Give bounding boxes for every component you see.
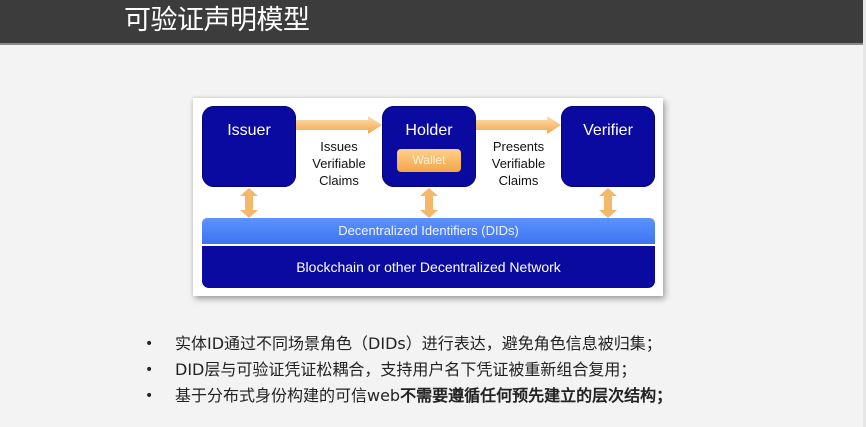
bullet-text: DID层与可验证凭证松耦合，支持用户名下凭证被重新组合复用；: [175, 360, 637, 379]
wallet-badge: Wallet: [397, 149, 461, 172]
presents-claims-label: Presents Verifiable Claims: [476, 138, 561, 189]
slide-header: 可验证声明模型: [0, 0, 866, 45]
label-line: Claims: [319, 173, 359, 188]
issuer-did-double-arrow-icon: [240, 188, 258, 218]
label-line: Claims: [498, 173, 539, 188]
issuer-box: Issuer: [202, 106, 296, 187]
label-line: Presents: [492, 139, 545, 154]
bullet-marker: •: [145, 336, 154, 352]
holder-box: Holder Wallet: [382, 106, 476, 187]
verifiable-claims-diagram: Issuer Issues Verifiable Claims Holder W…: [193, 98, 663, 296]
issuer-label: Issuer: [227, 122, 271, 139]
holder-did-double-arrow-icon: [420, 188, 438, 218]
holder-label: Holder: [405, 122, 453, 139]
bullet-text-regular: 基于分布式身份构建的可信web: [175, 386, 401, 405]
bullet-marker: •: [145, 388, 154, 404]
slide-edge: [863, 0, 866, 427]
issues-arrow-icon: [296, 116, 382, 134]
bullet-text-bold: 不需要遵循任何预先建立的层次结构；: [400, 386, 673, 405]
did-layer: Decentralized Identifiers (DIDs): [202, 218, 655, 244]
label-line: Verifiable: [491, 156, 546, 171]
issues-claims-label: Issues Verifiable Claims: [296, 138, 382, 189]
label-line: Issues: [320, 139, 358, 154]
verifier-label: Verifier: [583, 122, 633, 139]
slide-title: 可验证声明模型: [124, 5, 310, 36]
blockchain-network-layer: Blockchain or other Decentralized Networ…: [202, 246, 655, 288]
bullet-marker: •: [145, 362, 154, 378]
presents-arrow-icon: [476, 116, 561, 134]
verifier-box: Verifier: [561, 106, 655, 187]
bullet-text-mixed: 基于分布式身份构建的可信web不需要遵循任何预先建立的层次结构；: [175, 383, 672, 409]
verifier-did-double-arrow-icon: [599, 188, 617, 218]
bullet-text: 实体ID通过不同场景角色（DIDs）进行表达，避免角色信息被归集；: [175, 334, 662, 353]
label-line: Verifiable: [312, 156, 366, 171]
